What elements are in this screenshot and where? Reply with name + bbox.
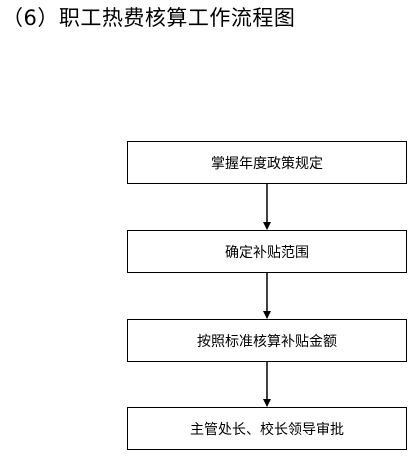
flow-step-3: 按照标准核算补贴金额	[127, 319, 407, 362]
flow-step-3-label: 按照标准核算补贴金额	[197, 333, 337, 350]
flow-step-1: 掌握年度政策规定	[127, 141, 407, 184]
page-title: （6）职工热费核算工作流程图	[2, 6, 296, 30]
flow-step-2: 确定补贴范围	[127, 230, 407, 273]
flow-step-4-label: 主管处长、校长领导审批	[190, 421, 344, 438]
flow-step-2-label: 确定补贴范围	[225, 244, 309, 261]
flow-step-1-label: 掌握年度政策规定	[211, 155, 323, 172]
flow-step-4: 主管处长、校长领导审批	[127, 407, 407, 450]
